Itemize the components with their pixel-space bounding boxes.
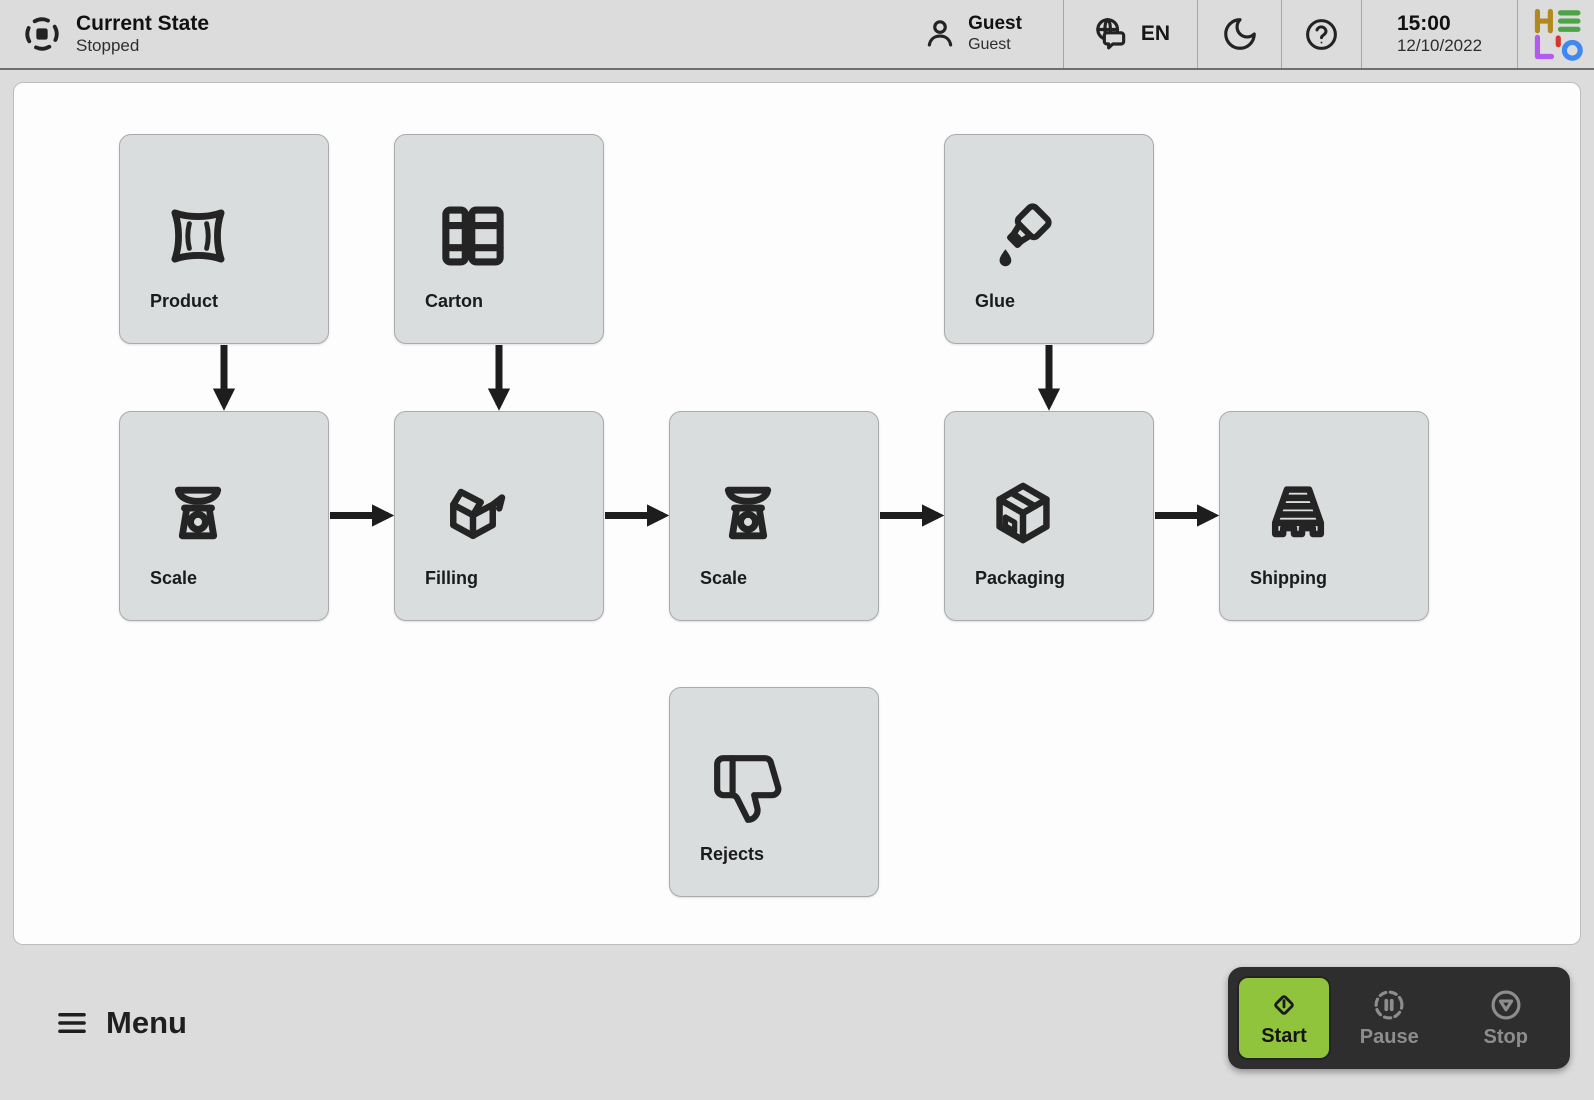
- bag-icon: [158, 197, 238, 275]
- globe-chat-icon: [1091, 14, 1131, 54]
- state-title: Current State: [76, 11, 210, 35]
- pallet-icon: [1258, 474, 1338, 552]
- station-label: Product: [150, 291, 219, 311]
- scale-icon: [158, 474, 238, 552]
- user-role: Guest: [968, 36, 1011, 54]
- user-menu[interactable]: Guest Guest: [881, 0, 1063, 68]
- station-label: Carton: [425, 291, 483, 311]
- time: 15:00: [1396, 11, 1451, 35]
- hello-logo-icon: [1534, 8, 1583, 61]
- language-selector[interactable]: EN: [1063, 0, 1197, 68]
- thumbs-down-icon: [708, 750, 788, 828]
- stop-triangle-icon: [1488, 987, 1524, 1023]
- help-button[interactable]: [1281, 0, 1361, 68]
- station-scale1[interactable]: Scale: [119, 410, 329, 621]
- station-scale2[interactable]: Scale: [669, 410, 879, 621]
- stop-button[interactable]: Stop: [1448, 987, 1565, 1049]
- glue-icon: [983, 197, 1063, 275]
- station-glue[interactable]: Glue: [944, 134, 1154, 344]
- header: Current State Stopped Guest Guest: [0, 0, 1594, 70]
- scale-icon: [708, 474, 788, 552]
- stop-label: Stop: [1483, 1026, 1528, 1048]
- process-canvas: Product Carton Glue Scale Filling Scale: [13, 82, 1581, 945]
- pause-label: Pause: [1359, 1026, 1419, 1048]
- station-product[interactable]: Product: [119, 134, 329, 344]
- pause-icon: [1371, 987, 1407, 1023]
- machine-controls: Start Pause Stop: [1228, 967, 1570, 1069]
- help-icon: [1303, 16, 1340, 53]
- carton-icon: [433, 197, 513, 275]
- start-label: Start: [1261, 1025, 1307, 1047]
- station-label: Shipping: [1250, 567, 1327, 588]
- station-label: Packaging: [975, 567, 1066, 588]
- machine-state: Current State Stopped: [0, 0, 209, 68]
- station-label: Glue: [975, 291, 1016, 311]
- state-subtitle: Stopped: [76, 35, 140, 55]
- station-filling[interactable]: Filling: [394, 410, 604, 621]
- date: 12/10/2022: [1396, 35, 1483, 55]
- station-packaging[interactable]: Packaging: [944, 410, 1154, 621]
- start-button[interactable]: Start: [1237, 976, 1331, 1060]
- clock: 15:00 12/10/2022: [1361, 0, 1517, 68]
- start-diamond-icon: [1267, 988, 1301, 1022]
- station-carton[interactable]: Carton: [394, 134, 604, 344]
- hamburger-icon: [54, 1005, 90, 1041]
- menu-label: Menu: [106, 1004, 187, 1040]
- user-name: Guest: [968, 13, 1022, 35]
- closed-box-icon: [983, 474, 1063, 552]
- footer: Menu Start Pause: [0, 945, 1594, 1100]
- station-label: Scale: [700, 567, 748, 588]
- menu-button[interactable]: Menu: [54, 1005, 187, 1041]
- station-label: Rejects: [700, 844, 765, 864]
- station-label: Filling: [425, 567, 478, 588]
- stop-state-icon: [22, 14, 62, 54]
- open-box-icon: [433, 474, 513, 552]
- user-icon: [922, 16, 958, 52]
- moon-icon: [1221, 15, 1259, 53]
- dark-mode-toggle[interactable]: [1197, 0, 1281, 68]
- station-rejects[interactable]: Rejects: [669, 687, 879, 897]
- language-code: EN: [1140, 22, 1171, 45]
- station-shipping[interactable]: Shipping: [1219, 410, 1429, 621]
- pause-button[interactable]: Pause: [1331, 987, 1448, 1049]
- hello-logo: [1517, 0, 1594, 68]
- station-label: Scale: [150, 567, 198, 588]
